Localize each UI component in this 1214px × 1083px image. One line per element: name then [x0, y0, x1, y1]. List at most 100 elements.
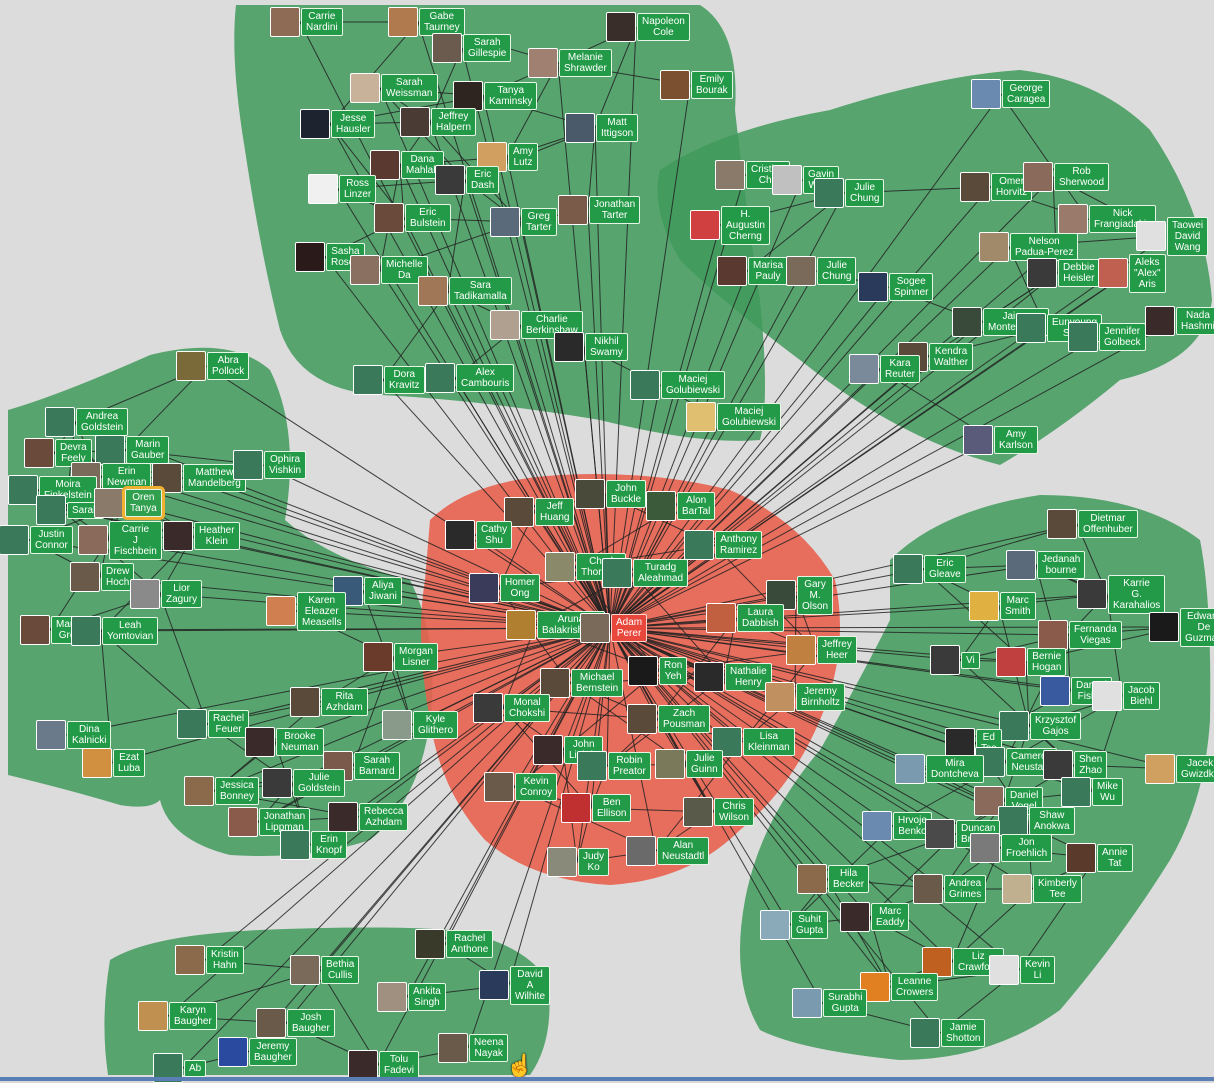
person-node[interactable]: Ben Ellison — [561, 793, 632, 823]
person-node[interactable]: Kyle Glithero — [382, 710, 459, 740]
person-node[interactable]: Judy Ko — [547, 847, 610, 877]
person-node[interactable]: Dietmar Offenhuber — [1047, 509, 1138, 539]
person-node[interactable]: Shen Zhao — [1043, 750, 1108, 780]
person-node[interactable]: Ophira Vishkin — [233, 450, 307, 480]
person-node[interactable]: Dora Kravitz — [353, 365, 425, 395]
person-node[interactable]: Lisa Kleinman — [712, 727, 795, 757]
person-node[interactable]: Jacob Biehl — [1092, 681, 1160, 711]
person-node[interactable]: Greg Tarter — [490, 207, 557, 237]
person-node[interactable]: Ankita Singh — [377, 982, 446, 1012]
person-node[interactable]: Chris Wilson — [683, 797, 755, 827]
person-node[interactable]: Emily Bourak — [660, 70, 733, 100]
person-node[interactable]: Ezat Luba — [82, 748, 146, 778]
person-node[interactable]: Jacek Gwizdka — [1145, 754, 1214, 784]
person-node[interactable]: Alan Neustadtl — [626, 836, 710, 866]
person-node[interactable]: Cathy Shu — [445, 520, 513, 550]
person-node[interactable]: Krzysztof Gajos — [999, 711, 1082, 741]
person-node[interactable]: Eric Gleave — [893, 554, 966, 584]
person-node[interactable]: Julie Guinn — [655, 749, 723, 779]
person-node[interactable]: Sarah Gillespie — [432, 33, 512, 63]
person-node[interactable]: Napoleon Cole — [606, 12, 690, 42]
person-node[interactable]: Mike Wu — [1061, 777, 1124, 807]
person-node[interactable]: Julie Chung — [814, 178, 885, 208]
person-node[interactable]: Annie Tat — [1066, 843, 1133, 873]
person-node[interactable]: Taowei David Wang — [1136, 216, 1209, 256]
person-node[interactable]: Chad Thornton — [545, 552, 627, 582]
person-node[interactable]: Rebecca Azhdam — [328, 802, 409, 832]
person-node[interactable]: Fernanda Viegas — [1038, 620, 1122, 650]
person-node[interactable]: Heather Klein — [163, 521, 240, 551]
person-node[interactable]: H. Augustin Cherng — [690, 205, 770, 245]
person-node[interactable]: George Caragea — [971, 79, 1051, 109]
person-node[interactable]: Leanne Crowers — [860, 972, 939, 1002]
node-adam-perer[interactable]: Adam Perer — [580, 613, 648, 643]
person-node[interactable]: Edward De Guzman — [1149, 607, 1214, 647]
person-node[interactable]: Carrie Nardini — [270, 7, 343, 37]
person-node[interactable]: Jedanah bourne — [1006, 550, 1086, 580]
person-node[interactable]: Marisa Pauly — [717, 256, 789, 286]
person-node[interactable]: Andrea Goldstein — [45, 407, 129, 437]
person-node[interactable]: Robin Preator — [577, 751, 651, 781]
person-node[interactable]: Karrie G. Karahalios — [1077, 574, 1166, 614]
person-node[interactable]: Abra Pollock — [176, 351, 250, 381]
person-node[interactable]: Melanie Shrawder — [528, 48, 612, 78]
person-node[interactable]: Kimberly Tee — [1002, 874, 1082, 904]
person-node[interactable]: Julie Goldstein — [262, 768, 346, 798]
person-node[interactable]: Sarah Barnard — [323, 751, 400, 781]
person-node[interactable]: Nada Hashmi — [1145, 306, 1214, 336]
person-node[interactable]: Eric Bulstein — [374, 203, 451, 233]
person-node[interactable]: Oren Tanya — [94, 486, 165, 520]
person-node[interactable]: Lior Zagury — [130, 579, 203, 609]
person-node[interactable]: Brooke Neuman — [245, 727, 324, 757]
person-node[interactable]: Neena Nayak — [438, 1033, 509, 1063]
person-node[interactable]: Jennifer Golbeck — [1068, 322, 1146, 352]
person-node[interactable]: Rachel Anthone — [415, 929, 494, 959]
person-node[interactable]: Kevin Conroy — [484, 772, 558, 802]
person-node[interactable]: Morgan Lisner — [363, 642, 438, 672]
person-node[interactable]: Jesse Hausler — [300, 109, 376, 139]
person-node[interactable]: Alon BarTal — [646, 491, 716, 521]
person-node[interactable]: Hrvoje Benko — [862, 811, 932, 841]
person-node[interactable]: Bethia Cullis — [290, 955, 360, 985]
person-node[interactable]: Hila Becker — [797, 864, 870, 894]
person-node[interactable]: Ron Yeh — [628, 656, 688, 686]
person-node[interactable]: Sara Tadikamalla — [418, 276, 512, 306]
person-node[interactable]: Drew Hoch — [70, 562, 135, 592]
person-node[interactable]: Marc Smith — [969, 591, 1036, 621]
person-node[interactable]: Rita Azhdam — [290, 687, 368, 717]
person-node[interactable]: Matthew Mandelberg — [152, 463, 246, 493]
person-node[interactable]: Amy Lutz — [477, 142, 538, 172]
person-node[interactable]: Dina Kalnicki — [36, 720, 112, 750]
person-node[interactable]: Alex Cambouris — [425, 363, 515, 393]
person-node[interactable]: Vi — [930, 645, 980, 675]
person-node[interactable]: Surabhi Gupta — [792, 988, 868, 1018]
person-node[interactable]: Jeffrey Halpern — [400, 107, 477, 137]
person-node[interactable]: Gabe Taurney — [388, 7, 465, 37]
person-node[interactable]: Homer Ong — [469, 573, 541, 603]
person-node[interactable]: Jeremy Birnholtz — [765, 682, 845, 712]
person-node[interactable]: Aruna Balakrishnan — [506, 610, 605, 640]
person-node[interactable]: Jamie Shotton — [910, 1018, 986, 1048]
person-node[interactable]: Mira Dontcheva — [895, 754, 984, 784]
person-node[interactable]: Carrie J Fischbein — [78, 520, 162, 560]
person-node[interactable]: Karen Eleazer Measells — [266, 591, 347, 631]
person-node[interactable]: Jessica Bonney — [184, 776, 259, 806]
person-node[interactable]: Nathalie Henry — [694, 662, 772, 692]
person-node[interactable]: Suhit Gupta — [760, 910, 829, 940]
person-node[interactable]: Sarah Weissman — [350, 73, 438, 103]
person-node[interactable]: Eric Dash — [435, 165, 500, 195]
person-node[interactable]: Nikhil Swamy — [554, 332, 628, 362]
person-node[interactable]: David A Wilhite — [479, 965, 551, 1005]
person-node[interactable]: Dana Mahlab — [370, 150, 444, 180]
person-node[interactable]: Jonathan Tarter — [558, 195, 641, 225]
person-node[interactable]: Kevin Li — [989, 955, 1056, 985]
person-node[interactable]: Marc Eaddy — [840, 902, 910, 932]
person-node[interactable]: Amy Karlson — [963, 425, 1038, 455]
person-node[interactable]: Sogee Spinner — [858, 272, 934, 302]
person-node[interactable]: Kendra Walther — [898, 342, 974, 372]
person-node[interactable]: Kara Reuter — [849, 354, 921, 384]
person-node[interactable]: Matt Ittigson — [565, 113, 639, 143]
person-node[interactable]: Maciej Golubiewski — [686, 402, 781, 432]
person-node[interactable]: John Buckle — [575, 479, 647, 509]
